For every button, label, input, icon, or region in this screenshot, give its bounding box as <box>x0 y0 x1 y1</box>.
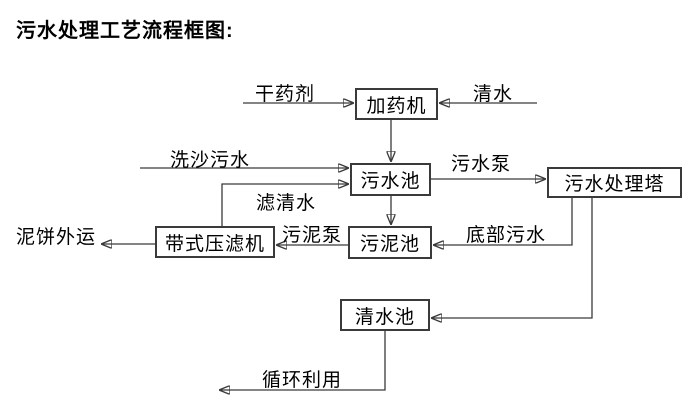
node-clean-water-pool-label: 清水池 <box>354 306 415 328</box>
flow-label-mud-cake-outbound: 泥饼外运 <box>16 227 97 248</box>
arrow-clean-water-pool-to-recycling <box>220 331 386 390</box>
arrow-filter-press-to-sewage-pool-filtered-water <box>221 184 348 226</box>
node-sludge-pool-label: 污泥池 <box>359 234 420 255</box>
node-sewage-pool-label: 污水池 <box>360 171 421 192</box>
flow-label-sewage-pump: 污水泵 <box>451 154 512 175</box>
node-belt-filter-press-label: 带式压滤机 <box>164 233 265 255</box>
arrow-treatment-tower-to-clean-water-pool <box>432 198 593 318</box>
node-belt-filter-press: 带式压滤机 <box>155 226 275 258</box>
arrow-treatment-tower-to-sludge-pool-bottom-sewage <box>434 198 573 245</box>
diagram-title: 污水处理工艺流程框图: <box>16 20 234 42</box>
flow-label-sludge-pump: 污泥泵 <box>282 225 343 246</box>
node-clean-water-pool: 清水池 <box>340 299 430 331</box>
flow-label-dry-agent: 干药剂 <box>255 84 316 105</box>
node-treatment-tower: 污水处理塔 <box>547 167 682 198</box>
flow-label-sand-washing-sewage: 洗沙污水 <box>170 150 251 171</box>
flow-label-filtered-clear-water: 滤清水 <box>256 193 317 214</box>
node-sludge-pool: 污泥池 <box>348 226 432 259</box>
flow-label-recycling-use: 循环利用 <box>262 370 343 391</box>
node-treatment-tower-label: 污水处理塔 <box>564 174 665 195</box>
flow-label-clean-water: 清水 <box>473 84 514 105</box>
node-sewage-pool: 污水池 <box>350 163 431 196</box>
flow-label-bottom-sewage: 底部污水 <box>466 225 547 246</box>
node-dosing-machine: 加药机 <box>355 88 438 120</box>
node-dosing-machine-label: 加药机 <box>366 95 427 117</box>
